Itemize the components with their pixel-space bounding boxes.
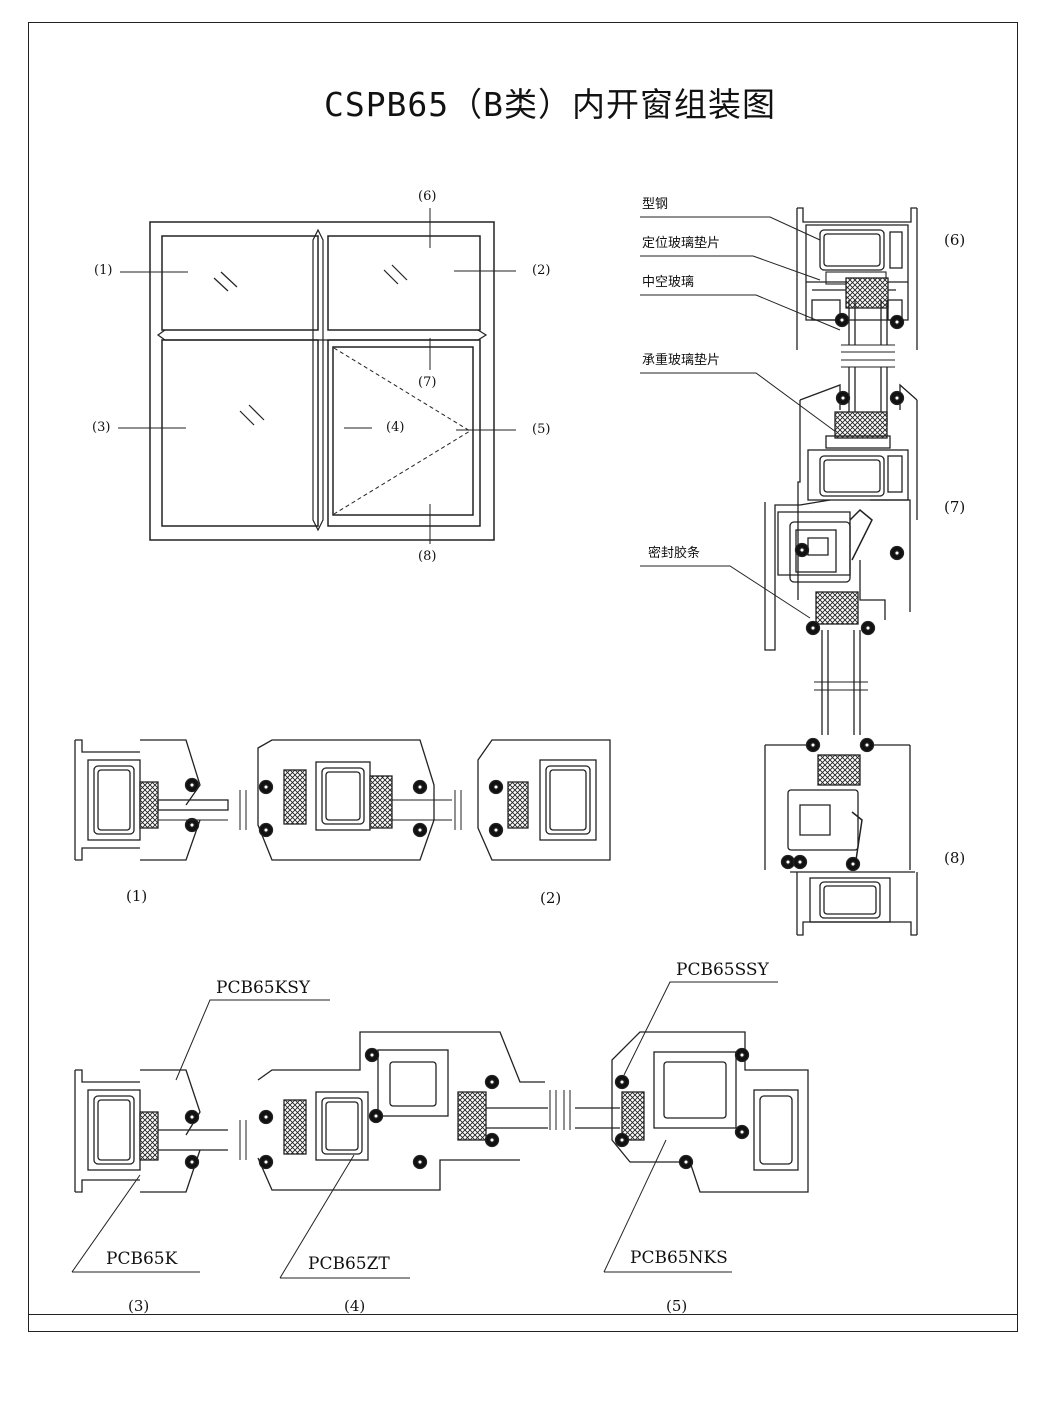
section-label-2: (2) [540,889,562,907]
section-marker-7: (7) [944,498,966,516]
section-label-3: (3) [128,1297,150,1315]
window-elevation [118,208,516,544]
section-label-1: (1) [126,887,148,905]
elevation-label-2: (2) [532,263,551,278]
elevation-label-6: (6) [418,189,437,204]
profile-code-k: PCB65K [106,1249,178,1269]
section-label-4: (4) [344,1297,366,1315]
profile-code-ssy: PCB65SSY [676,960,769,980]
horizontal-section-1-2 [74,739,611,861]
profile-code-zt: PCB65ZT [308,1254,390,1274]
drawing-title: CSPB65（B类）内开窗组装图 [323,85,777,124]
callout-seal-strip: 密封胶条 [648,546,701,561]
horizontal-section-3-4-5 [71,981,809,1279]
drawing-frame [28,22,1018,1332]
callout-load-pad: 承重玻璃垫片 [642,353,721,368]
section-marker-8: (8) [944,849,966,867]
elevation-label-4: (4) [386,420,405,435]
section-marker-6: (6) [944,231,966,249]
callout-positioning-pad: 定位玻璃垫片 [642,236,721,251]
elevation-label-5: (5) [532,422,551,437]
section-label-5: (5) [666,1297,688,1315]
elevation-label-1: (1) [94,263,113,278]
footer-rule [28,1314,1018,1315]
elevation-label-7: (7) [418,375,437,390]
callout-insulated-glass: 中空玻璃 [642,275,695,290]
callout-steel: 型钢 [642,197,669,212]
elevation-label-3: (3) [92,420,111,435]
vertical-section [640,207,918,936]
elevation-label-8: (8) [418,549,437,564]
profile-code-ksy: PCB65KSY [216,978,311,998]
profile-code-nks: PCB65NKS [630,1248,728,1268]
